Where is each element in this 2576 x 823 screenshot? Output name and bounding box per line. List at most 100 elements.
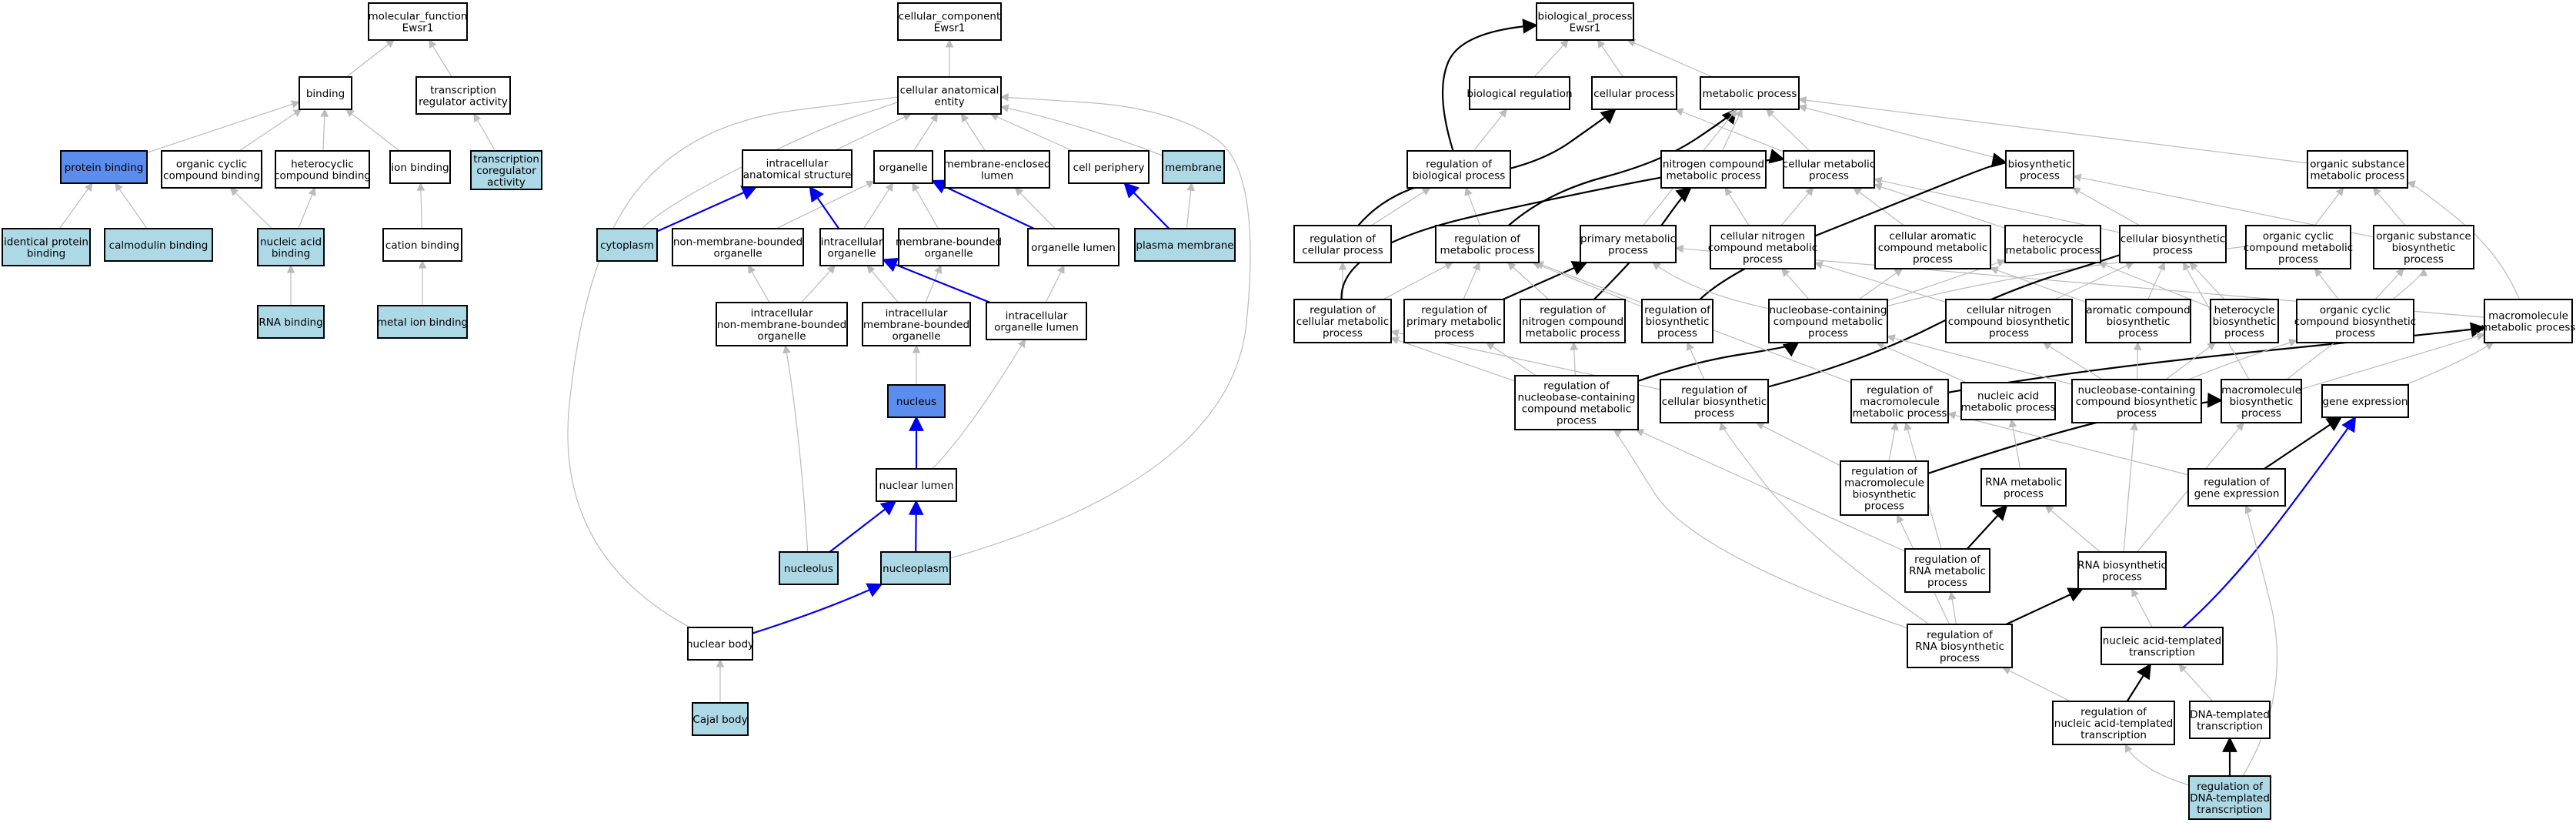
go-term-node-protbind[interactable]: protein binding	[60, 150, 148, 184]
node-box	[1874, 225, 1991, 269]
edge-regulates-regnatt-to-natt	[2126, 663, 2151, 702]
go-term-node-cytoplasm[interactable]: cytoplasm	[596, 228, 658, 262]
go-term-node-regmacbp[interactable]: regulation ofmacromoleculebiosyntheticpr…	[1840, 460, 1929, 516]
go-term-node-binding[interactable]: binding	[299, 76, 352, 110]
go-term-node-cellproc[interactable]: cellular process	[1591, 76, 1677, 110]
go-term-node-plasmamem[interactable]: plasma membrane	[1134, 228, 1236, 262]
go-term-node-calmod[interactable]: calmodulin binding	[104, 228, 213, 262]
go-term-node-bioreg[interactable]: biological regulation	[1467, 76, 1573, 110]
go-term-node-nucleolus[interactable]: nucleolus	[779, 551, 839, 585]
edge-is_a-cationb-to-ionb	[416, 182, 425, 229]
go-term-node-regnbcmp[interactable]: regulation ofnucleobase-containingcompou…	[1514, 375, 1639, 430]
edge-is_a-occbp-to-occmp	[2314, 268, 2339, 300]
go-term-node-nucleus[interactable]: nucleus	[887, 384, 946, 418]
go-term-node-cellper[interactable]: cell periphery	[1068, 150, 1150, 184]
go-term-node-metalb[interactable]: metal ion binding	[377, 305, 468, 339]
edge-is_a-trra-to-mf	[429, 39, 452, 78]
go-term-node-rnab[interactable]: RNA binding	[257, 305, 325, 339]
edge-part_of-intorg-to-ias	[809, 186, 840, 229]
node-label-line: organic substance	[2310, 159, 2404, 171]
edge-regulates-regbp-to-bp	[1441, 18, 1538, 152]
node-box	[1907, 624, 2013, 668]
go-term-node-nuclumen[interactable]: nuclear lumen	[876, 468, 957, 502]
go-term-node-nucbody[interactable]: nuclear body	[686, 627, 754, 661]
go-term-node-metproc[interactable]: metabolic process	[1700, 76, 1800, 110]
go-term-node-geneexp[interactable]: gene expression	[2321, 384, 2409, 418]
go-term-node-inmbo[interactable]: intracellularnon-membrane-boundedorganel…	[716, 302, 848, 346]
node-label-line: organelle	[713, 248, 762, 260]
go-term-node-membrane[interactable]: membrane	[1162, 150, 1225, 184]
node-label-line: gene expression	[2194, 488, 2280, 500]
go-term-node-cationb[interactable]: cation binding	[382, 228, 462, 262]
go-term-node-ionb[interactable]: ion binding	[389, 150, 451, 184]
go-term-node-orglumen[interactable]: organelle lumen	[1027, 228, 1119, 266]
node-box	[2119, 225, 2227, 263]
node-box	[415, 76, 511, 115]
node-box	[2187, 468, 2286, 507]
go-term-node-cajal[interactable]: Cajal body	[692, 702, 749, 736]
node-box	[2189, 701, 2271, 739]
node-label-line: organelle	[924, 248, 973, 260]
go-term-node-nucleoplasm[interactable]: nucleoplasm	[880, 551, 951, 585]
node-label-line: biosynthetic	[2008, 159, 2072, 171]
go-term-node-organelle[interactable]: organelle	[873, 150, 933, 184]
node-box	[2004, 225, 2101, 263]
node-label-line: organelle	[879, 162, 927, 174]
